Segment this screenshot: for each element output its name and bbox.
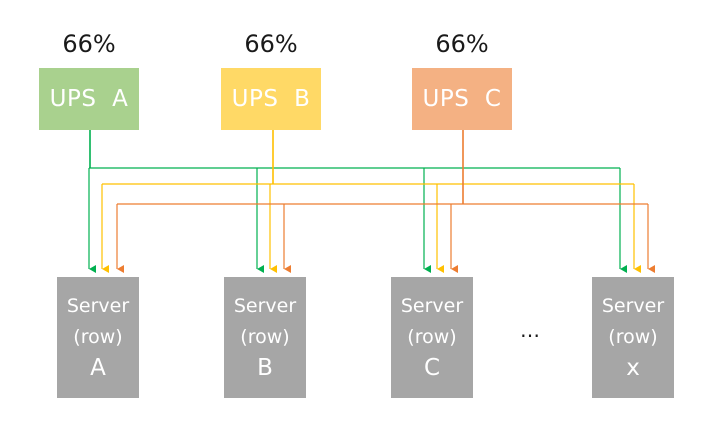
ups-c-box: UPS C	[412, 68, 512, 130]
server-b-title: Server	[233, 295, 297, 317]
ups-a-load: 66%	[62, 30, 116, 58]
server-a-title: Server	[66, 295, 130, 317]
more-servers-ellipsis: …	[520, 318, 541, 342]
ups-c-label: UPS C	[422, 86, 502, 112]
server-x-id: x	[626, 355, 640, 381]
server-row-a: Server (row) A	[57, 277, 139, 398]
ups-b-box: UPS B	[221, 68, 321, 130]
server-c-id: C	[423, 355, 441, 381]
ups-a-box: UPS A	[39, 68, 139, 130]
server-c-title: Server	[400, 295, 464, 317]
ups-a-label: UPS A	[49, 86, 129, 112]
server-b-id: B	[257, 355, 273, 381]
server-row-c: Server (row) C	[391, 277, 473, 398]
server-c-subtitle: (row)	[407, 326, 457, 348]
server-a-subtitle: (row)	[73, 326, 123, 348]
ups-b-load: 66%	[244, 30, 298, 58]
server-a-id: A	[90, 355, 106, 381]
ups-b-label: UPS B	[231, 86, 311, 112]
server-x-title: Server	[601, 295, 665, 317]
server-row-b: Server (row) B	[224, 277, 306, 398]
ups-c-load: 66%	[435, 30, 489, 58]
server-b-subtitle: (row)	[240, 326, 290, 348]
server-x-subtitle: (row)	[608, 326, 658, 348]
server-row-x: Server (row) x	[592, 277, 674, 398]
